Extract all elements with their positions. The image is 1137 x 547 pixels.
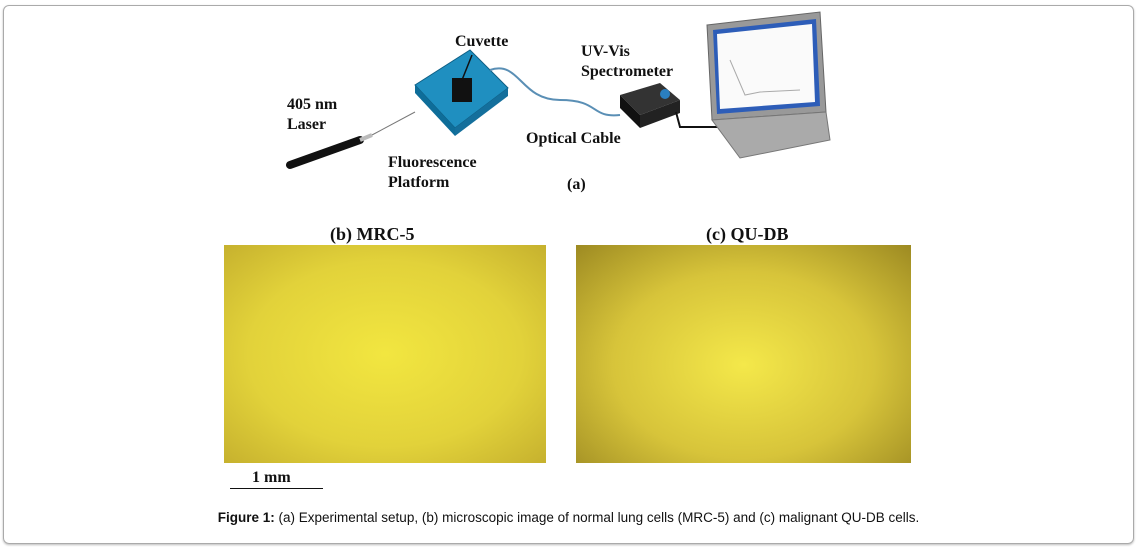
panel-c-title: (c) QU-DB: [706, 224, 789, 244]
experimental-setup-illustration: [286, 11, 831, 169]
laser-label-line1: 405 nm: [287, 96, 338, 113]
panel-b-title: (b) MRC-5: [330, 224, 415, 244]
optical-cable-label: Optical Cable: [526, 130, 621, 147]
scale-bar: [230, 488, 323, 489]
platform-label-line2: Platform: [388, 174, 450, 191]
optical-cable-icon: [489, 67, 621, 117]
figure-frame: [3, 5, 1134, 544]
laser-label: 405 nm Laser: [287, 95, 337, 135]
scale-bar-label: 1 mm: [252, 469, 291, 486]
figure-caption: Figure 1: (a) Experimental setup, (b) mi…: [0, 510, 1137, 525]
cuvette-label: Cuvette: [455, 33, 509, 50]
spectrometer-icon: [620, 83, 680, 128]
qudb-micrograph: [576, 245, 911, 463]
spectrometer-label-line2: Spectrometer: [581, 63, 674, 80]
mrc5-micrograph: [224, 245, 546, 463]
laser-pointer-icon: [286, 111, 416, 169]
panel-a-label: (a): [567, 176, 586, 193]
spectrometer-label-line1: UV-Vis: [581, 43, 630, 60]
platform-label-line1: Fluorescence: [388, 154, 477, 171]
laptop-icon: [706, 11, 831, 159]
fluorescence-platform-icon: [414, 49, 509, 136]
laser-label-line2: Laser: [287, 116, 327, 133]
caption-label: Figure 1:: [217, 510, 275, 525]
caption-text: (a) Experimental setup, (b) microscopic …: [274, 510, 920, 525]
